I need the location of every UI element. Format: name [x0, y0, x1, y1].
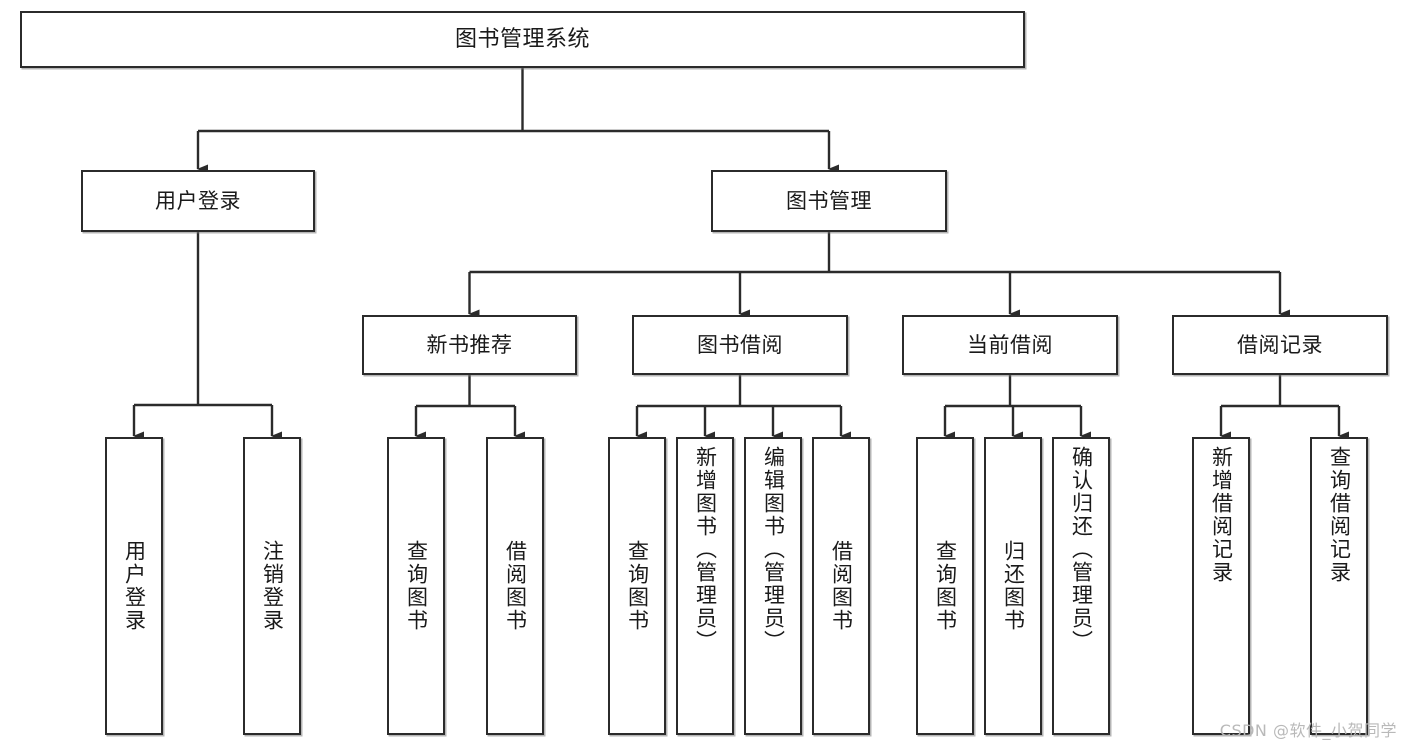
node-user-login[interactable]: 用户登录 — [81, 170, 315, 232]
node-label-leaf-bb-add: 新增图书（管理员） — [693, 446, 718, 653]
node-leaf-cb-confirm[interactable]: 确认归还（管理员） — [1052, 437, 1110, 735]
node-borrow-record[interactable]: 借阅记录 — [1172, 315, 1388, 375]
node-leaf-bb-borrow[interactable]: 借阅图书 — [812, 437, 870, 735]
node-leaf-logout[interactable]: 注销登录 — [243, 437, 301, 735]
node-label-leaf-bb-borrow: 借阅图书 — [829, 540, 854, 632]
node-label-leaf-cb-return: 归还图书 — [1001, 540, 1026, 632]
node-leaf-br-query[interactable]: 查询借阅记录 — [1310, 437, 1368, 735]
node-leaf-cb-return[interactable]: 归还图书 — [984, 437, 1042, 735]
node-new-book-rec[interactable]: 新书推荐 — [362, 315, 577, 375]
node-label-leaf-bb-edit: 编辑图书（管理员） — [761, 446, 786, 653]
node-label-current-borrow: 当前借阅 — [967, 332, 1053, 357]
node-label-leaf-cb-query: 查询图书 — [933, 540, 958, 632]
node-label-leaf-br-add: 新增借阅记录 — [1209, 446, 1234, 584]
node-leaf-cb-query[interactable]: 查询图书 — [916, 437, 974, 735]
node-label-user-login: 用户登录 — [155, 188, 241, 213]
node-current-borrow[interactable]: 当前借阅 — [902, 315, 1118, 375]
node-label-leaf-rec-query: 查询图书 — [404, 540, 429, 632]
node-leaf-bb-add[interactable]: 新增图书（管理员） — [676, 437, 734, 735]
csdn-watermark: CSDN @软件_小贺同学 — [1219, 721, 1397, 740]
node-label-leaf-br-query: 查询借阅记录 — [1327, 446, 1352, 584]
node-label-leaf-logout: 注销登录 — [260, 540, 285, 632]
node-leaf-rec-borrow[interactable]: 借阅图书 — [486, 437, 544, 735]
node-book-mgmt[interactable]: 图书管理 — [711, 170, 947, 232]
node-label-book-borrow: 图书借阅 — [697, 332, 783, 357]
node-book-borrow[interactable]: 图书借阅 — [632, 315, 848, 375]
node-leaf-user-login[interactable]: 用户登录 — [105, 437, 163, 735]
node-label-root: 图书管理系统 — [454, 26, 590, 52]
node-label-book-mgmt: 图书管理 — [786, 188, 872, 213]
node-label-borrow-record: 借阅记录 — [1237, 332, 1323, 357]
node-label-leaf-bb-query: 查询图书 — [625, 540, 650, 632]
node-root[interactable]: 图书管理系统 — [20, 11, 1025, 68]
node-leaf-bb-edit[interactable]: 编辑图书（管理员） — [744, 437, 802, 735]
node-label-leaf-user-login: 用户登录 — [122, 540, 147, 632]
node-leaf-bb-query[interactable]: 查询图书 — [608, 437, 666, 735]
node-label-leaf-rec-borrow: 借阅图书 — [503, 540, 528, 632]
node-label-leaf-cb-confirm: 确认归还（管理员） — [1069, 446, 1094, 653]
node-leaf-rec-query[interactable]: 查询图书 — [387, 437, 445, 735]
node-leaf-br-add[interactable]: 新增借阅记录 — [1192, 437, 1250, 735]
node-label-new-book-rec: 新书推荐 — [426, 332, 513, 357]
